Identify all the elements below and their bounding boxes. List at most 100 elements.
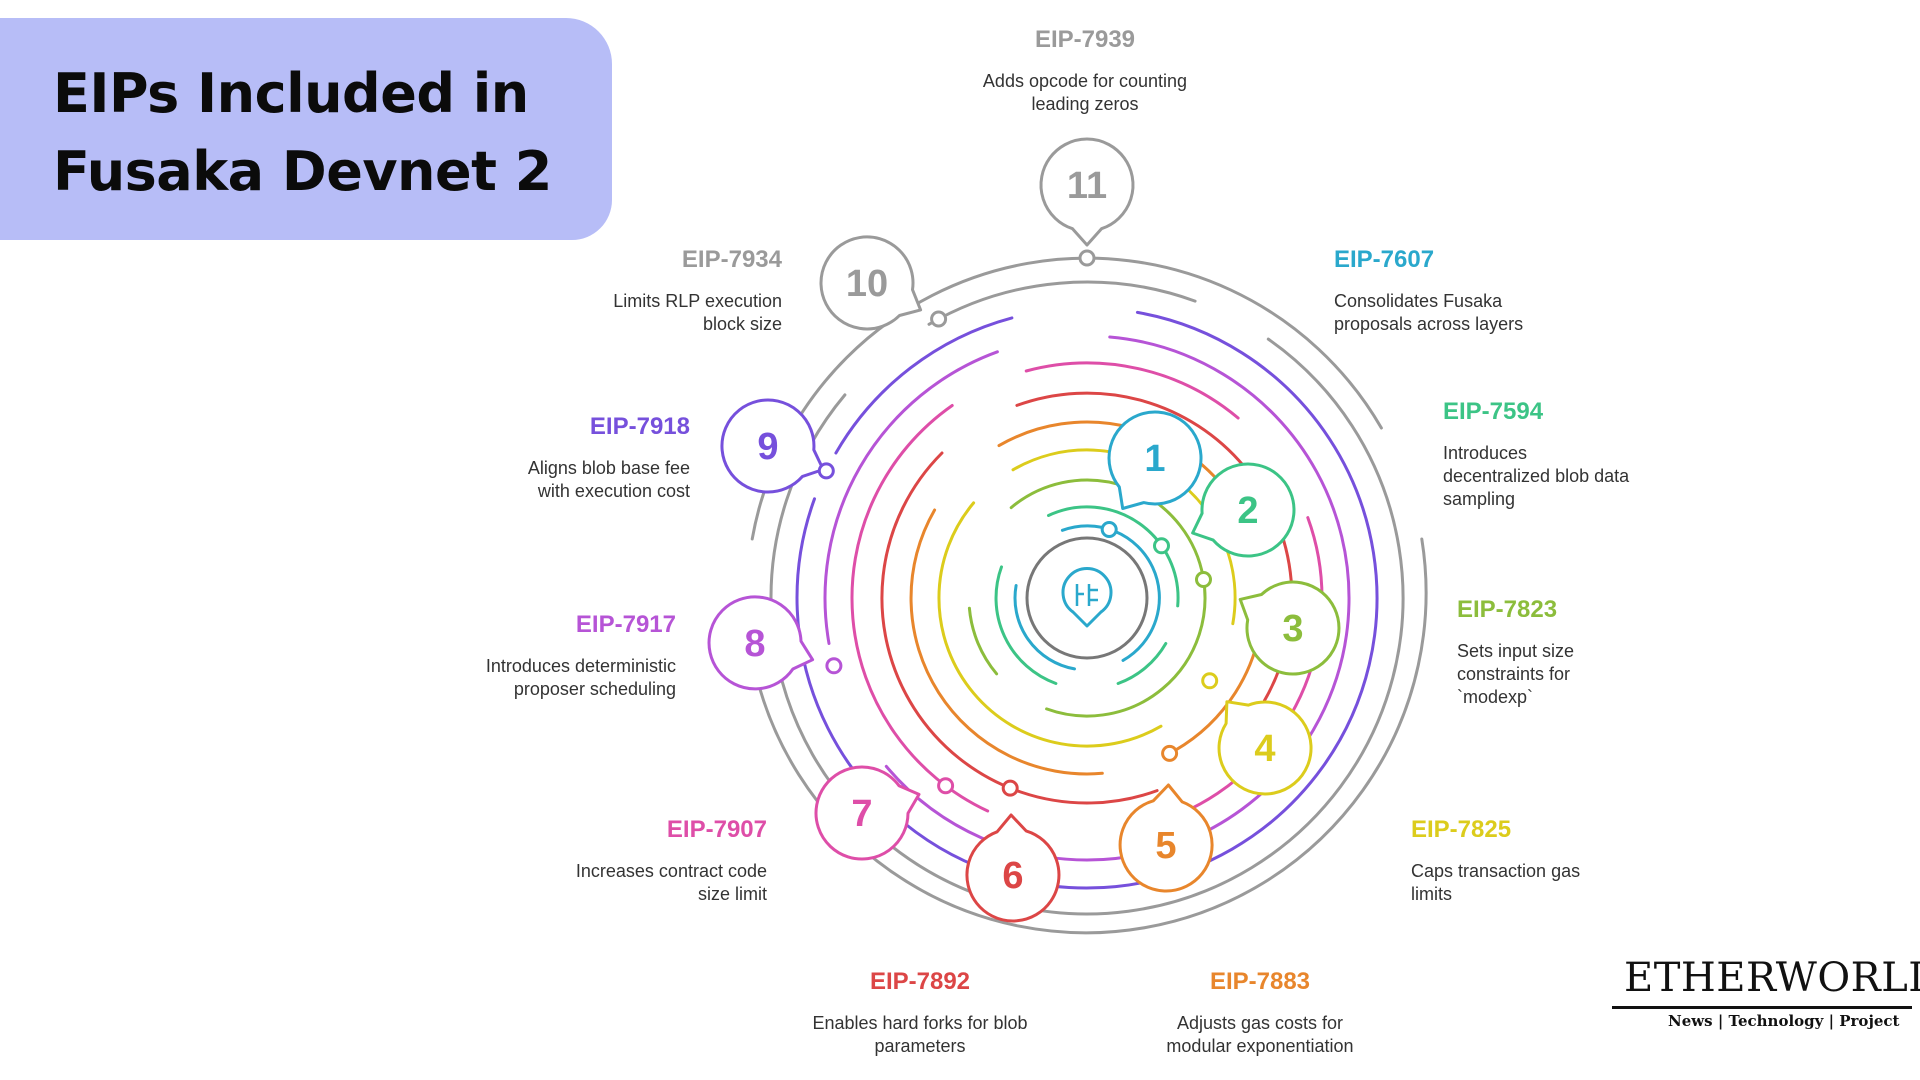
- title-line-2: Fusaka Devnet 2: [53, 140, 552, 203]
- eip-desc-line: Enables hard forks for blob: [812, 1013, 1028, 1033]
- eip-item-2: EIP-7594 Introduces decentralized blob d…: [1443, 398, 1629, 511]
- ring-dot-5: [1161, 744, 1179, 762]
- eip-code: EIP-7918: [589, 413, 690, 440]
- ring-dot-2: [1153, 537, 1170, 555]
- eip-desc-line: constraints for: [1457, 664, 1571, 684]
- eip-number-8: 8: [744, 623, 765, 665]
- eip-desc-line: Adjusts gas costs for: [1176, 1013, 1344, 1033]
- eip-bubble-7: [814, 765, 921, 861]
- eip-desc-line: Sets input size: [1457, 641, 1575, 661]
- eip-desc-line: Aligns blob base fee: [527, 458, 690, 478]
- ring-dot-9: [817, 462, 835, 480]
- eip-desc-line: Adds opcode for counting: [982, 71, 1188, 91]
- eip-desc-line: Consolidates Fusaka: [1334, 291, 1503, 311]
- eip-item-5: EIP-7883 Adjusts gas costs for modular e…: [1140, 968, 1380, 1058]
- eip-bubble-2: [1191, 462, 1296, 558]
- eip-desc-line: limits: [1411, 884, 1452, 904]
- eip-item-7: EIP-7907 Increases contract code size li…: [520, 816, 767, 906]
- ring-arc-10: [927, 280, 1197, 326]
- eip-number-9: 9: [757, 426, 778, 468]
- ring-arc-2: [994, 565, 1058, 685]
- ring-arc-1: [1013, 584, 1076, 671]
- eip-code: EIP-7883: [1209, 968, 1311, 995]
- eip-number-6: 6: [1002, 855, 1023, 897]
- eip-number-11: 11: [1067, 165, 1107, 207]
- eip-item-6: EIP-7892 Enables hard forks for blob par…: [790, 968, 1050, 1058]
- eip-code: EIP-7607: [1334, 246, 1435, 273]
- eip-item-1: EIP-7607 Consolidates Fusaka proposals a…: [1334, 246, 1523, 336]
- eip-desc-line: `modexp`: [1457, 687, 1534, 707]
- ring-dot-8: [825, 657, 843, 675]
- eip-desc-line: with execution cost: [537, 481, 690, 501]
- eip-desc-line: leading zeros: [1031, 94, 1139, 114]
- eip-code: EIP-7934: [681, 246, 782, 273]
- eip-number-3: 3: [1282, 608, 1303, 650]
- ring-dot-3: [1195, 571, 1212, 588]
- eip-desc-line: size limit: [697, 884, 767, 904]
- eip-code: EIP-7939: [1034, 26, 1136, 53]
- center-circle: [1025, 536, 1149, 660]
- eip-item-10: EIP-7934 Limits RLP execution block size: [560, 246, 782, 336]
- eip-bubble-6: [965, 813, 1061, 923]
- ring-arc-7: [850, 404, 990, 813]
- ring-dot-7: [937, 777, 955, 795]
- eip-bubble-1: [1107, 410, 1203, 510]
- title-line-1: EIPs Included in: [53, 62, 529, 125]
- eip-item-4: EIP-7825 Caps transaction gas limits: [1411, 816, 1580, 906]
- eip-code: EIP-7823: [1457, 596, 1558, 623]
- eip-code: EIP-7825: [1411, 816, 1512, 843]
- eip-desc-line: proposer scheduling: [513, 679, 676, 699]
- ring-arc-1: [1060, 524, 1161, 662]
- logo-wordmark: ETHERWORLD: [1624, 955, 1920, 1001]
- eip-bubble-3: [1238, 580, 1341, 676]
- eip-desc-line: Introduces deterministic: [485, 656, 676, 676]
- eip-number-10: 10: [846, 263, 888, 305]
- eip-number-2: 2: [1237, 490, 1258, 532]
- eip-bubble-10: [819, 235, 923, 331]
- eip-code: EIP-7594: [1443, 398, 1544, 425]
- ring-arc-2: [1116, 642, 1168, 685]
- ring-dot-11: [1078, 249, 1096, 267]
- ring-dot-6: [1001, 779, 1019, 797]
- eip-code: EIP-7917: [575, 611, 676, 638]
- eip-number-1: 1: [1144, 438, 1165, 480]
- eip-item-11: EIP-7939 Adds opcode for counting leadin…: [960, 26, 1210, 116]
- eip-number-7: 7: [851, 793, 872, 835]
- eip-bubble-4: [1217, 700, 1313, 796]
- eip-desc-line: sampling: [1443, 489, 1516, 509]
- ring-arc-4: [937, 501, 1163, 748]
- eip-number-5: 5: [1155, 825, 1176, 867]
- ring-arc-8: [823, 350, 999, 645]
- ring-arc-3: [967, 606, 999, 676]
- title-banner: EIPs Included in Fusaka Devnet 2: [0, 18, 612, 240]
- ring-arc-6: [880, 451, 1159, 805]
- eip-desc-line: block size: [702, 314, 782, 334]
- eip-item-3: EIP-7823 Sets input size constraints for…: [1457, 596, 1574, 709]
- ring-dot-10: [930, 310, 948, 328]
- eip-bubble-8: [707, 595, 815, 691]
- ring-arc-2: [1047, 505, 1180, 608]
- ring-arc-9: [834, 316, 1014, 455]
- eip-desc-line: proposals across layers: [1334, 314, 1524, 334]
- eip-desc-line: Limits RLP execution: [613, 291, 782, 311]
- ring-dot-4: [1201, 672, 1219, 690]
- eip-bubble-11: [1039, 137, 1135, 247]
- eip-code: EIP-7892: [869, 968, 971, 995]
- logo-tagline: News | Technology | Project: [1668, 1012, 1900, 1030]
- chip-circuit-icon: [1075, 584, 1098, 606]
- eip-bubble-5: [1118, 783, 1214, 893]
- eip-number-4: 4: [1254, 728, 1275, 770]
- eip-desc-line: Caps transaction gas: [1411, 861, 1581, 881]
- eip-desc-line: parameters: [874, 1036, 966, 1056]
- eip-code: EIP-7907: [666, 816, 767, 843]
- ethereum-chip-icon: [1061, 567, 1113, 628]
- eip-item-8: EIP-7917 Introduces deterministic propos…: [440, 611, 676, 701]
- ring-dot-1: [1100, 521, 1118, 538]
- eip-desc-line: decentralized blob data: [1443, 466, 1630, 486]
- eip-desc-line: modular exponentiation: [1166, 1036, 1354, 1056]
- eip-bubble-9: [720, 398, 825, 494]
- logo-divider: [1612, 1006, 1912, 1009]
- eip-item-9: EIP-7918 Aligns blob base fee with execu…: [480, 413, 690, 503]
- ring-arc-9: [795, 310, 1379, 890]
